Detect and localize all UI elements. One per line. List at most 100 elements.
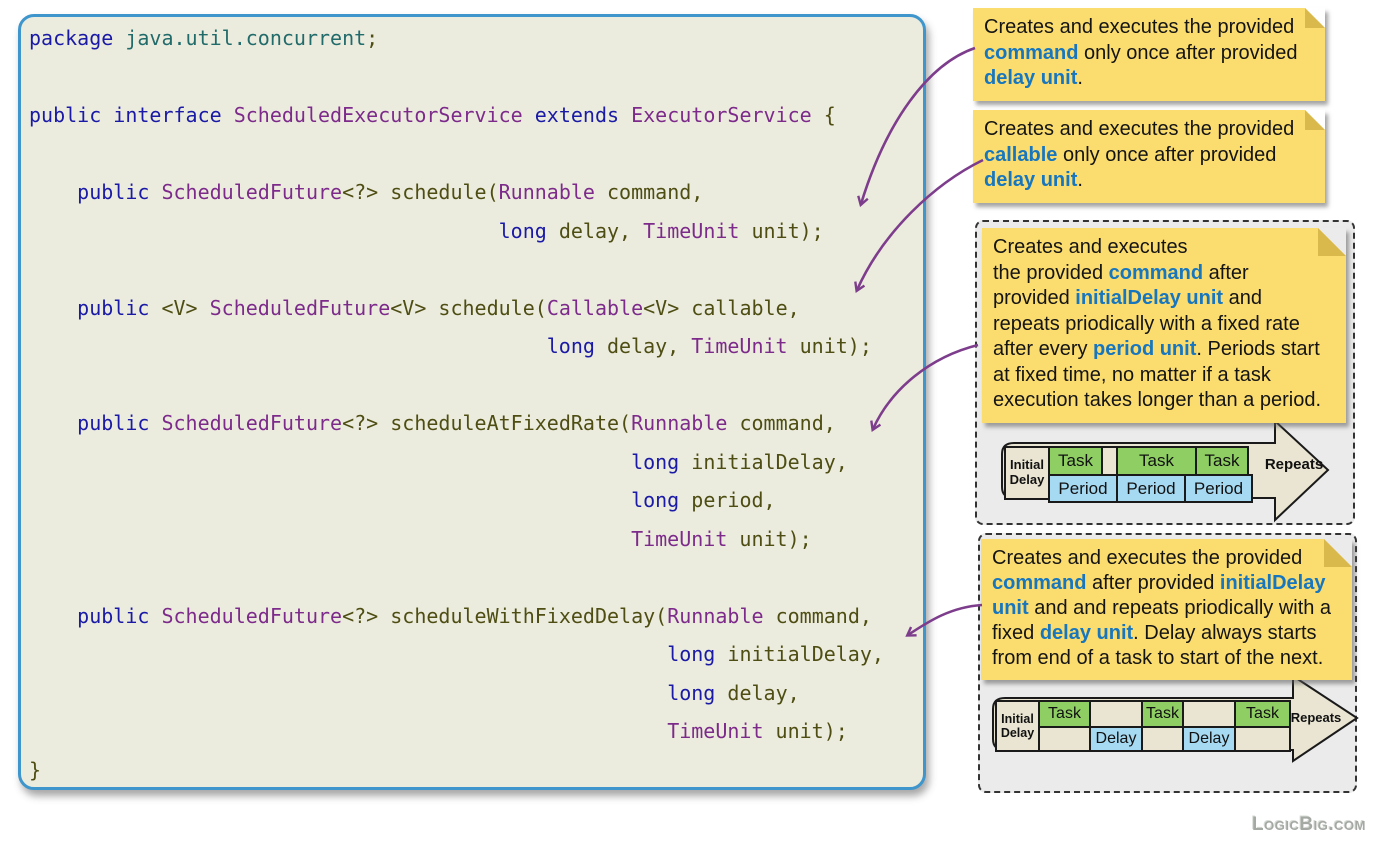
note-plain-text: only once after provided — [1078, 41, 1298, 64]
code-token: public — [77, 295, 150, 320]
code-token: delay, — [594, 334, 692, 358]
code-token: unit); — [727, 526, 812, 551]
code-token: unit); — [787, 334, 872, 358]
note-line: Creates and executes the provided — [984, 117, 1315, 143]
code-token: command, — [727, 411, 836, 435]
note-plain-text: Creates and executes the provided — [992, 547, 1303, 569]
code-token: <?> schedule( — [342, 180, 499, 204]
code-token: Runnable — [498, 180, 595, 204]
note-line: after every period unit. Periods start — [993, 337, 1336, 363]
note-highlight: initialDelay — [1219, 572, 1326, 594]
code-token — [149, 604, 161, 628]
code-token: long — [631, 488, 680, 512]
code-token: TimeUnit — [631, 526, 728, 551]
code-token: Runnable — [667, 603, 764, 628]
note-plain-text: after — [1203, 261, 1249, 284]
note-line: command only once after provided — [984, 41, 1315, 67]
note-plain-text: the provided — [993, 261, 1109, 284]
code-token: { — [811, 103, 836, 127]
code-token: command, — [594, 180, 704, 204]
code-token: ScheduledExecutorService — [233, 103, 523, 127]
note-line: Creates and executes the provided — [992, 546, 1342, 571]
note-plain-text: . Periods start — [1196, 338, 1320, 360]
code-token: command, — [763, 603, 872, 628]
note-highlight: command — [992, 572, 1087, 594]
code-token: long — [667, 680, 716, 705]
code-token: ScheduledFuture — [161, 603, 343, 628]
note-highlight: delay unit — [984, 67, 1078, 89]
note-line: fixed delay unit. Delay always starts — [992, 621, 1342, 646]
note-line: from end of a task to start of the next. — [992, 646, 1342, 671]
code-token: long — [546, 334, 595, 358]
watermark-logo: LogicBig.com — [1252, 814, 1366, 835]
code-token: <V> schedule( — [390, 295, 547, 320]
code-token — [149, 411, 161, 435]
note-line: Creates and executes — [993, 235, 1336, 261]
note-line: the provided command after — [993, 261, 1336, 287]
code-token: ScheduledFuture — [161, 180, 343, 204]
code-token: public — [77, 411, 150, 435]
code-token: ; — [366, 26, 379, 50]
code-token: unit); — [739, 218, 824, 243]
code-token: <?> scheduleAtFixedRate( — [342, 411, 632, 435]
code-token: initialDelay, — [679, 449, 848, 474]
note-line: execution takes longer than a period. — [993, 388, 1336, 414]
note-line: delay unit. — [984, 168, 1315, 194]
code-token — [523, 103, 535, 127]
code-panel: package java.util.concurrent; public int… — [18, 14, 926, 790]
code-token — [222, 103, 234, 127]
code-token: delay, — [715, 680, 800, 705]
code-listing: package java.util.concurrent; public int… — [21, 17, 923, 791]
code-token: <V> callable, — [643, 295, 800, 320]
note-plain-text: after provided — [1086, 572, 1220, 594]
note-highlight: command — [1108, 261, 1204, 284]
note-highlight: delay unit — [1039, 622, 1134, 644]
note-line: at fixed time, no matter if a task — [993, 363, 1336, 389]
code-token: <?> scheduleWithFixedDelay( — [342, 603, 668, 628]
note-plain-text: fixed — [992, 622, 1040, 644]
note-plain-text: . — [1077, 169, 1083, 191]
note-line: delay unit. — [984, 66, 1315, 92]
note-plain-text: only once after provided — [1057, 143, 1277, 166]
note-plain-text: after every — [993, 338, 1094, 360]
note-plain-text: . Delay always starts — [1133, 622, 1317, 644]
note-plain-text: at fixed time, no matter if a task — [993, 363, 1271, 386]
note-plain-text: execution takes longer than a period. — [993, 389, 1321, 411]
note-plain-text: Creates and executes the provided — [984, 118, 1295, 140]
note-line: command after provided initialDelay — [992, 571, 1342, 596]
note-plain-text: and and repeats priodically with a — [1028, 597, 1332, 619]
code-token: public — [29, 103, 102, 127]
code-token: Runnable — [631, 411, 728, 435]
code-token — [149, 180, 161, 204]
note-line: provided initialDelay unit and — [993, 286, 1336, 312]
code-token: } — [29, 757, 42, 782]
code-token: TimeUnit — [643, 218, 740, 243]
note-highlight: period unit — [1093, 338, 1197, 360]
note-highlight: command — [984, 41, 1079, 64]
note-plain-text: and — [1223, 287, 1263, 309]
note-plain-text: from end of a task to start of the next. — [992, 647, 1324, 669]
note-line: repeats priodically with a fixed rate — [993, 312, 1336, 338]
note-highlight: delay unit — [984, 169, 1078, 191]
code-token: package — [29, 26, 114, 50]
code-token: initialDelay, — [715, 642, 884, 666]
code-token: long — [667, 642, 716, 666]
code-token: <V> — [149, 295, 210, 320]
code-token — [101, 103, 113, 127]
code-token: unit); — [763, 719, 848, 743]
note-line: unit and and repeats priodically with a — [992, 596, 1342, 621]
note-highlight: unit — [992, 597, 1029, 619]
note-highlight: initialDelay unit — [1075, 287, 1224, 309]
code-token: interface — [113, 103, 222, 127]
code-token: java.util.concurrent — [125, 26, 367, 50]
code-token: ExecutorService — [631, 103, 812, 127]
code-token: public — [77, 603, 150, 628]
note-plain-text: . — [1077, 67, 1083, 89]
code-token: TimeUnit — [691, 334, 788, 358]
